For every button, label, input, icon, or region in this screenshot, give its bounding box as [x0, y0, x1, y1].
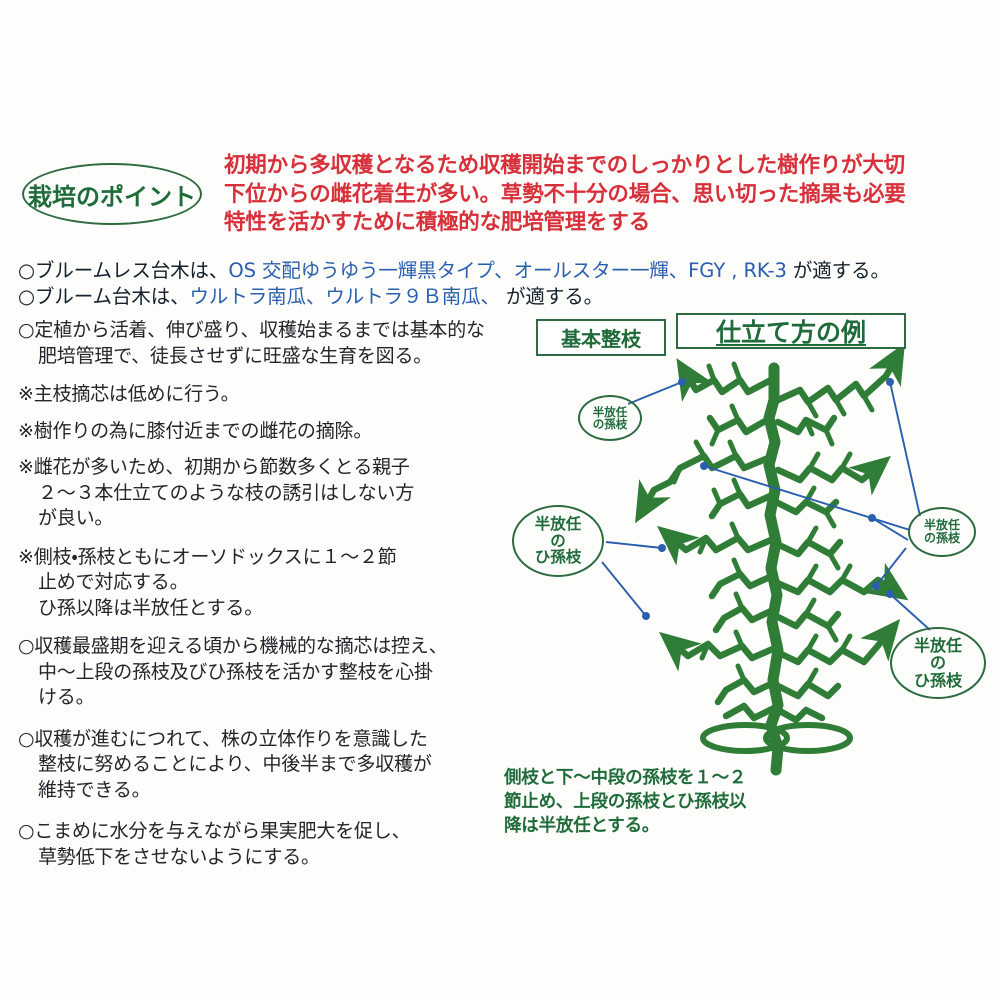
caption-line: 節止め、上段の孫枝とひ孫枝以: [504, 792, 747, 812]
callout-line: の孫枝: [923, 531, 960, 545]
training-diagram: 基本整枝 仕立て方の例 半放任 の孫枝 半放任 の ひ孫枝 半放任 の孫枝 半放…: [490, 300, 1000, 860]
paragraph-line: 肥培管理で、徒長させずに旺盛な生育を図る。: [38, 344, 433, 367]
callout-top-right-grandchild-branch: 半放任 の孫枝: [908, 507, 976, 557]
variety-suffix: が適する。: [499, 285, 604, 308]
body-paragraph: ※樹作りの為に膝付近までの雌花の摘除。: [18, 419, 488, 445]
body-paragraph: ○こまめに水分を与えながら果実肥大を促し、 草勢低下をさせないようにする。: [18, 819, 488, 870]
callout-line: 半放任: [534, 514, 582, 533]
callout-line: ひ孫枝: [534, 548, 582, 567]
label-box-basic-pruning: 基本整枝: [536, 319, 666, 356]
red-header-line-1: 初期から多収穫となるため収穫開始までのしっかりとした樹作りが大切: [224, 153, 905, 178]
paragraph-line: 止めで対応する。: [38, 571, 189, 593]
red-header-block: 初期から多収穫となるため収穫開始までのしっかりとした樹作りが大切 下位からの雌花…: [224, 152, 994, 238]
callout-line: 半放任: [592, 404, 628, 419]
callout-line: の孫枝: [592, 417, 628, 431]
paragraph-line: ○こまめに水分を与えながら果実肥大を促し、: [18, 820, 411, 842]
paragraph-line: ○収穫最盛期を迎える頃から機械的な摘芯は控え、: [18, 635, 448, 657]
label-basic-pruning-text: 基本整枝: [561, 327, 641, 351]
body-paragraph: ※主枝摘芯は低めに行う。: [18, 382, 488, 408]
paragraph-line: 維持できる。: [38, 778, 151, 801]
callout-bottom-right-great-grandchild-branch: 半放任 の ひ孫枝: [890, 627, 986, 699]
callout-leader-lines: [601, 378, 931, 631]
body-paragraph: ○収穫最盛期を迎える頃から機械的な摘芯は控え、 中～上段の孫枝及びひ孫枝を活かす…: [18, 634, 488, 711]
variety-prefix: ○ブルーム台木は、: [18, 285, 190, 308]
badge-label: 栽培のポイント: [28, 182, 196, 211]
callout-top-left-grandchild-branch: 半放任 の孫枝: [578, 395, 642, 441]
variety-prefix: ○ブルームレス台木は、: [18, 259, 229, 282]
callout-line: の: [550, 531, 566, 550]
paragraph-line: ※雌花が多いため、初期から節数多くとる親子: [18, 456, 410, 478]
variety-line-bloom: ○ブルーム台木は、ウルトラ南瓜、ウルトラ９Ｂ南瓜、 が適する。: [18, 284, 603, 310]
callout-bottom-left-great-grandchild-branch: 半放任 の ひ孫枝: [512, 505, 604, 577]
callout-line: ひ孫枝: [913, 670, 962, 690]
body-paragraph: ※側枝・孫枝ともにオーソドックスに１～２節 止めで対応する。 ひ孫以降は半放任と…: [18, 545, 488, 622]
paragraph-line: ２～３本仕立てのような枝の誘引はしない方: [38, 481, 415, 504]
paragraph-line: ひ孫以降は半放任とする。: [38, 596, 264, 619]
paragraph-line: ※樹作りの為に膝付近までの雌花の摘除。: [18, 419, 373, 442]
paragraph-line: ※主枝摘芯は低めに行う。: [18, 383, 240, 405]
red-header-line-3: 特性を活かすために積極的な肥培管理をする: [224, 210, 651, 235]
paragraph-line: 整枝に努めることにより、中後半まで多収穫が: [38, 753, 432, 775]
body-text-column: ○定植から活着、伸び盛り、収穫始まるまでは基本的な 肥培管理で、徒長させずに旺盛…: [18, 318, 488, 883]
paragraph-line: ※側枝・孫枝ともにオーソドックスに１～２節: [18, 545, 397, 568]
variety-line-bloomless: ○ブルームレス台木は、OS 交配ゆうゆう一輝黒タイプ、オールスター一輝、FGY …: [18, 258, 890, 284]
caption-line: 降は半放任とする。: [504, 816, 660, 836]
paragraph-line: 草勢低下をさせないようにする。: [38, 845, 320, 868]
variety-highlight: ウルトラ南瓜、ウルトラ９Ｂ南瓜、: [189, 285, 501, 308]
label-training-example-text: 仕立て方の例: [715, 318, 866, 347]
plant-illustration: [601, 342, 931, 776]
callout-line: 半放任: [923, 518, 960, 533]
body-paragraph: ○定植から活着、伸び盛り、収穫始まるまでは基本的な 肥培管理で、徒長させずに旺盛…: [18, 318, 488, 369]
paragraph-line: ける。: [38, 686, 95, 708]
variety-highlight: OS 交配ゆうゆう一輝黒タイプ、オールスター一輝、FGY , RK-3: [228, 259, 787, 282]
paragraph-line: 中～上段の孫枝及びひ孫枝を活かす整枝を心掛: [38, 660, 433, 683]
variety-suffix: が適する。: [786, 259, 890, 282]
plant-branches: [635, 342, 909, 724]
callout-line: の: [929, 653, 946, 673]
body-paragraph: ※雌花が多いため、初期から節数多くとる親子 ２～３本仕立てのような枝の誘引はしな…: [18, 455, 488, 532]
caption-line: 側枝と下～中段の孫枝を１～２: [504, 768, 747, 788]
paragraph-line: ○定植から活着、伸び盛り、収穫始まるまでは基本的な: [18, 319, 485, 341]
diagram-caption: 側枝と下～中段の孫枝を１～２ 節止め、上段の孫枝とひ孫枝以 降は半放任とする。: [504, 766, 834, 838]
section-badge-cultivation-points: 栽培のポイント: [22, 163, 202, 225]
label-box-training-example: 仕立て方の例: [676, 313, 906, 349]
red-header-line-2: 下位からの雌花着生が多い。草勢不十分の場合、思い切った摘果も必要: [224, 181, 906, 207]
paragraph-line: ○収穫が進むにつれて、株の立体作りを意識した: [18, 727, 428, 750]
callout-line: 半放任: [913, 636, 962, 656]
paragraph-line: が良い。: [38, 507, 114, 529]
body-paragraph: ○収穫が進むにつれて、株の立体作りを意識した 整枝に努めることにより、中後半まで…: [18, 727, 488, 804]
